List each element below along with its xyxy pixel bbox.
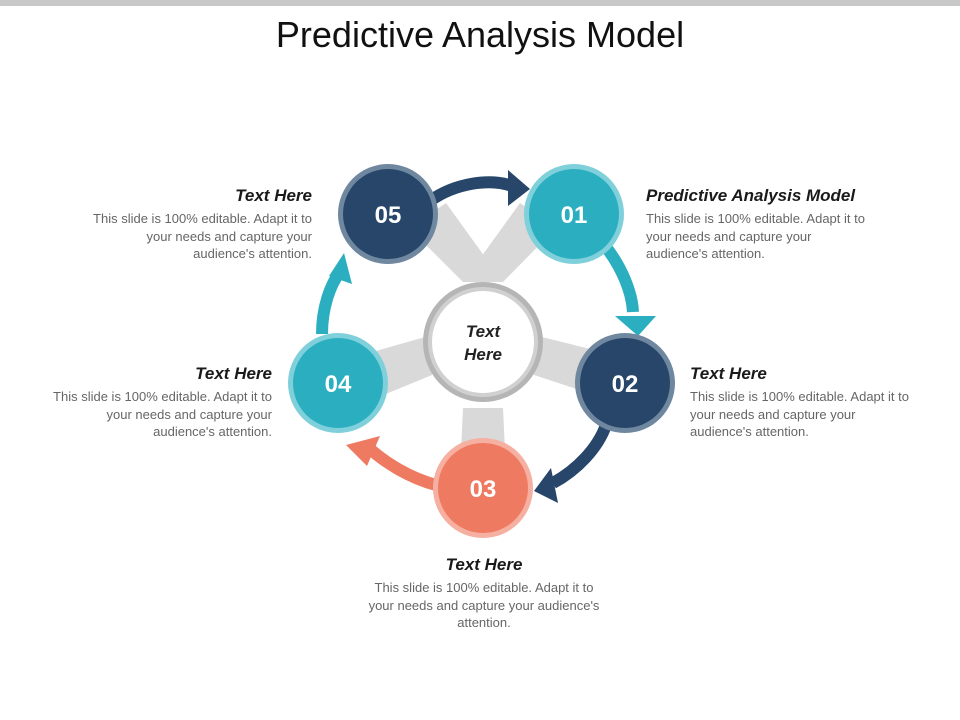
center-label-line1: Text	[466, 322, 502, 341]
node-04-circle	[293, 338, 383, 428]
text-block-04-heading: Text Here	[195, 364, 272, 383]
node-05-circle	[343, 169, 433, 259]
text-block-02: Text Here This slide is 100% editable. A…	[690, 364, 912, 441]
text-block-04: Text Here This slide is 100% editable. A…	[48, 364, 272, 441]
node-03-number: 03	[470, 476, 497, 503]
arrow-01-02	[601, 243, 639, 313]
node-02[interactable]: 02	[575, 333, 675, 433]
text-block-03-body: This slide is 100% editable. Adapt it to…	[368, 580, 600, 630]
node-05[interactable]: 05	[338, 164, 438, 264]
top-rule	[0, 0, 960, 6]
arrow-05-01	[426, 176, 515, 206]
page-title: Predictive Analysis Model	[275, 14, 685, 55]
text-block-03: Text Here This slide is 100% editable. A…	[368, 555, 600, 632]
text-block-05: Text Here This slide is 100% editable. A…	[88, 186, 312, 263]
text-block-01: Predictive Analysis Model This slide is …	[646, 186, 876, 263]
arrowhead-03	[534, 468, 558, 503]
node-04[interactable]: 04	[288, 333, 388, 433]
arrowhead-04	[346, 436, 380, 466]
text-block-03-heading: Text Here	[445, 555, 523, 574]
text-block-05-heading: Text Here	[235, 186, 312, 205]
text-block-01-body: This slide is 100% editable. Adapt it to…	[646, 211, 865, 261]
node-03-circle	[438, 443, 528, 533]
node-04-number: 04	[325, 371, 352, 398]
node-05-number: 05	[375, 202, 402, 229]
center-label-line2: Here	[464, 345, 502, 364]
arrow-04-05	[316, 268, 345, 335]
text-block-02-heading: Text Here	[690, 364, 767, 383]
node-03[interactable]: 03	[433, 438, 533, 538]
text-block-01-heading: Predictive Analysis Model	[646, 186, 856, 205]
arrowhead-05	[329, 253, 352, 284]
center-circle	[432, 291, 534, 393]
node-02-number: 02	[612, 371, 639, 398]
text-block-05-body: This slide is 100% editable. Adapt it to…	[93, 211, 312, 261]
text-block-04-body: This slide is 100% editable. Adapt it to…	[53, 389, 272, 439]
arrow-03-04	[363, 442, 438, 491]
arrowhead-01	[508, 170, 530, 206]
node-01[interactable]: 01	[524, 164, 624, 264]
arrowhead-02	[615, 316, 656, 336]
node-01-circle	[529, 169, 619, 259]
node-02-circle	[580, 338, 670, 428]
text-block-02-body: This slide is 100% editable. Adapt it to…	[690, 389, 909, 439]
node-01-number: 01	[561, 202, 588, 229]
arrow-02-03	[550, 422, 612, 489]
